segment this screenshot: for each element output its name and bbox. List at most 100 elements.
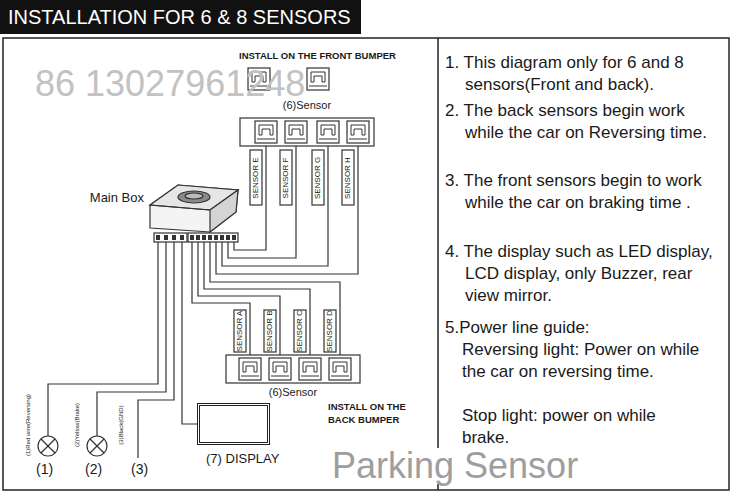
pin bbox=[196, 235, 200, 240]
divider bbox=[437, 38, 439, 490]
sensor-base bbox=[319, 139, 337, 140]
wire bbox=[97, 242, 166, 436]
sensor-base bbox=[287, 139, 305, 140]
wires bbox=[138, 146, 358, 458]
bumper-note: INSTALL ON THE BACK BUMPER bbox=[328, 401, 432, 427]
sensor-name: SENSOR A bbox=[236, 311, 244, 352]
title-bar: INSTALLATION FOR 6 & 8 SENSORS bbox=[0, 0, 361, 34]
sensor-strip bbox=[294, 310, 306, 352]
lamp: (1) bbox=[38, 436, 58, 456]
sensor-face bbox=[273, 362, 287, 372]
sensor-name: SENSOR B bbox=[266, 310, 274, 351]
sensor-base bbox=[349, 139, 367, 140]
node-label: (6)Sensor bbox=[226, 386, 360, 399]
sensor-icon bbox=[347, 121, 369, 143]
pin bbox=[232, 235, 236, 240]
sensor-strip bbox=[250, 150, 262, 205]
sensor-strip bbox=[342, 150, 354, 205]
sensor-name: SENSOR G bbox=[314, 157, 322, 199]
pin bbox=[220, 235, 224, 240]
node-label: (7) DISPLAY bbox=[206, 452, 279, 467]
watermark: 86 13027961248 bbox=[35, 66, 305, 102]
pin bbox=[172, 235, 176, 240]
note: 5.Power line guide: bbox=[445, 317, 725, 339]
sensor-name: SENSOR F bbox=[282, 158, 290, 199]
wire bbox=[204, 242, 310, 355]
sensor-icon bbox=[255, 121, 277, 143]
node-label: (1) bbox=[36, 461, 53, 477]
sensor-base bbox=[309, 86, 327, 87]
sensor-face bbox=[289, 125, 303, 135]
note: 3. The front sensors begin to work while… bbox=[445, 170, 725, 214]
note: Stop light: power on while brake. bbox=[462, 405, 700, 449]
wire bbox=[234, 146, 266, 250]
sensor-strip bbox=[280, 150, 292, 205]
wire bbox=[210, 242, 340, 355]
note: 2. The back sensors begin work while the… bbox=[445, 100, 725, 144]
note: Reversing light: Power on while the car … bbox=[462, 339, 700, 383]
wire bbox=[222, 146, 328, 266]
pin bbox=[202, 235, 206, 240]
note: 1. This diagram only for 6 and 8 sensors… bbox=[445, 52, 725, 96]
node-label: (2) bbox=[85, 461, 102, 477]
sensor-base bbox=[257, 139, 275, 140]
frame bbox=[3, 38, 729, 490]
wire bbox=[48, 242, 158, 436]
sensor-icon bbox=[307, 68, 329, 90]
callout-number: (3) bbox=[131, 461, 148, 477]
sensor-face bbox=[259, 125, 273, 135]
wire-label: (1)Red wire(Reversing) bbox=[25, 394, 31, 456]
sensor-base bbox=[331, 376, 349, 377]
sensor-icons bbox=[239, 68, 369, 380]
sensor-face bbox=[243, 362, 257, 372]
sensor-name: SENSOR H bbox=[344, 157, 352, 199]
wire-label: (3)Black(GND) bbox=[118, 405, 124, 444]
front-sensor-row bbox=[240, 118, 374, 146]
sensor-face bbox=[311, 72, 325, 82]
lamp: (2) bbox=[87, 436, 107, 456]
sensor-strips bbox=[234, 150, 354, 352]
sensor-name: SENSOR D bbox=[326, 310, 334, 352]
sensor-icon bbox=[239, 358, 261, 380]
sensor-strip bbox=[324, 310, 336, 352]
pin bbox=[190, 235, 194, 240]
wire bbox=[216, 146, 358, 274]
pin bbox=[226, 235, 230, 240]
node-label: Main Box bbox=[90, 191, 144, 206]
connector-pins bbox=[156, 235, 236, 240]
wire bbox=[182, 242, 197, 424]
sensor-group: (6)Sensor bbox=[240, 118, 374, 146]
sensor-face bbox=[351, 125, 365, 135]
wire-label: (2)Yellow(Brake) bbox=[74, 403, 80, 447]
sensor-strip bbox=[234, 310, 246, 352]
sensor-face bbox=[333, 362, 347, 372]
pin bbox=[180, 235, 184, 240]
sensor-name: SENSOR E bbox=[252, 157, 260, 198]
main-box-symbol bbox=[150, 185, 238, 242]
watermark: Parking Sensor bbox=[332, 448, 578, 484]
ground-wire bbox=[138, 242, 174, 458]
sensor-icon bbox=[329, 358, 351, 380]
sensor-strip bbox=[312, 150, 324, 205]
sensor-base bbox=[301, 376, 319, 377]
pin bbox=[214, 235, 218, 240]
sensor-name: SENSOR C bbox=[296, 310, 304, 352]
note: 4. The display such as LED display, LCD … bbox=[445, 241, 725, 307]
pin bbox=[164, 235, 168, 240]
main-box: Main Box bbox=[150, 185, 238, 242]
sensor-base bbox=[271, 376, 289, 377]
wire bbox=[192, 242, 250, 355]
bumper-note: INSTALL ON THE FRONT BUMPER bbox=[239, 51, 396, 62]
sensor-strip bbox=[264, 310, 276, 352]
wire bbox=[228, 146, 296, 258]
sensor-icon bbox=[317, 121, 339, 143]
pin bbox=[208, 235, 212, 240]
sensor-face bbox=[321, 125, 335, 135]
back-sensor-row bbox=[226, 355, 360, 383]
sensor-icon bbox=[269, 358, 291, 380]
sensor-icon bbox=[285, 121, 307, 143]
lamp-symbols bbox=[38, 436, 107, 456]
display-box: (7) DISPLAY bbox=[197, 403, 270, 445]
sensor-icon bbox=[299, 358, 321, 380]
